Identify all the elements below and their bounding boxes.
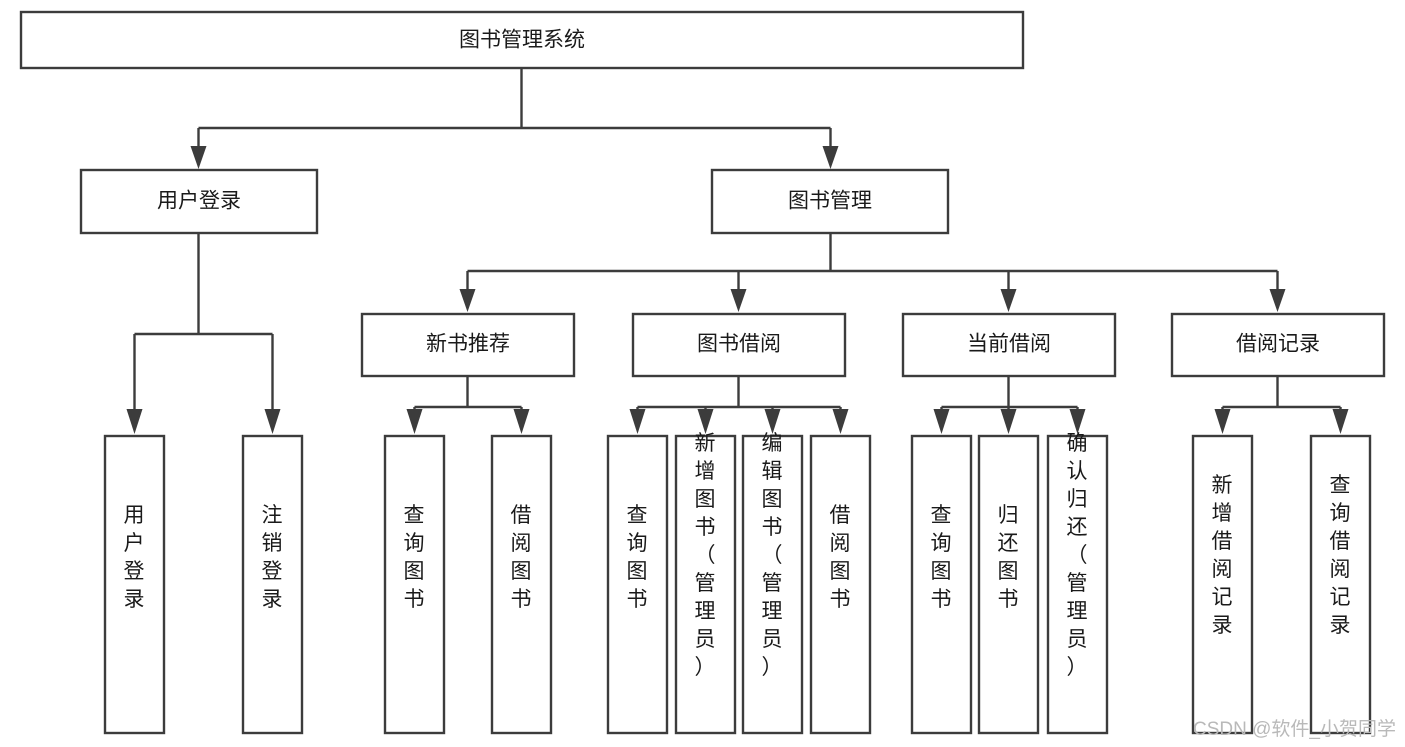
- arrow-head-icon: [264, 409, 281, 434]
- arrow-head-icon: [933, 409, 950, 434]
- arrow-head-icon: [190, 146, 207, 169]
- node-leaf-query-book-3-label: 查询图书: [931, 504, 952, 611]
- node-leaf-add-record-box[interactable]: [1191, 434, 1254, 735]
- node-book-management[interactable]: 图书管理: [710, 168, 950, 235]
- node-leaf-query-book-1-label: 查询图书: [404, 504, 425, 611]
- node-leaf-user-logout-label: 注销登录: [262, 504, 283, 611]
- node-root-label: 图书管理系统: [459, 29, 585, 52]
- node-current-borrow-label: 当前借阅: [967, 333, 1051, 356]
- node-user-login-label: 用户登录: [157, 190, 241, 213]
- node-leaf-user-logout-box[interactable]: [241, 434, 304, 735]
- arrow-head-icon: [764, 409, 781, 434]
- node-leaf-borrow-book-2-label: 借阅图书: [830, 504, 851, 611]
- node-leaf-query-book-2-box[interactable]: [606, 434, 669, 735]
- node-new-book-recommend-box[interactable]: [360, 312, 576, 378]
- arrow-head-icon: [126, 409, 143, 434]
- node-borrow-record-box[interactable]: [1170, 312, 1386, 378]
- node-leaf-confirm-return[interactable]: 确认归还（管理员）: [1046, 432, 1109, 735]
- node-book-borrow-box[interactable]: [631, 312, 847, 378]
- node-leaf-query-book-1-box[interactable]: [383, 434, 446, 735]
- node-leaf-add-book[interactable]: 新增图书（管理员）: [674, 432, 737, 735]
- node-leaf-edit-book-label: 编辑图书（管理员）: [762, 432, 783, 679]
- node-root[interactable]: 图书管理系统: [19, 10, 1025, 70]
- arrow-head-icon: [1000, 289, 1017, 312]
- node-leaf-add-book-label: 新增图书（管理员）: [695, 432, 716, 679]
- node-leaf-confirm-return-box[interactable]: [1046, 434, 1109, 735]
- node-leaf-user-login-box[interactable]: [103, 434, 166, 735]
- node-borrow-record-label: 借阅记录: [1236, 333, 1320, 356]
- node-leaf-borrow-book-2[interactable]: 借阅图书: [809, 434, 872, 735]
- node-leaf-return-book-box[interactable]: [977, 434, 1040, 735]
- node-leaf-return-book-label: 归还图书: [998, 504, 1019, 611]
- arrow-head-icon: [1332, 409, 1349, 434]
- node-book-management-box[interactable]: [710, 168, 950, 235]
- node-leaf-add-record-label: 新增借阅记录: [1212, 474, 1233, 637]
- node-borrow-record[interactable]: 借阅记录: [1170, 312, 1386, 378]
- node-leaf-edit-book[interactable]: 编辑图书（管理员）: [741, 432, 804, 735]
- arrow-head-icon: [1214, 409, 1231, 434]
- node-leaf-query-book-3[interactable]: 查询图书: [910, 434, 973, 735]
- node-leaf-return-book[interactable]: 归还图书: [977, 434, 1040, 735]
- node-leaf-borrow-book-2-box[interactable]: [809, 434, 872, 735]
- node-book-borrow-label: 图书借阅: [697, 333, 781, 356]
- arrow-head-icon: [1069, 409, 1086, 434]
- arrow-head-icon: [406, 409, 423, 434]
- node-leaf-query-record[interactable]: 查询借阅记录: [1309, 434, 1372, 735]
- arrow-head-icon: [1000, 409, 1017, 434]
- arrow-head-icon: [697, 409, 714, 434]
- arrow-head-icon: [822, 146, 839, 169]
- node-leaf-query-book-1[interactable]: 查询图书: [383, 434, 446, 735]
- node-current-borrow-box[interactable]: [901, 312, 1117, 378]
- node-current-borrow[interactable]: 当前借阅: [901, 312, 1117, 378]
- node-leaf-borrow-book-1-label: 借阅图书: [511, 504, 532, 611]
- node-leaf-query-record-box[interactable]: [1309, 434, 1372, 735]
- watermark-label: CSDN @软件_小贺同学: [1193, 718, 1396, 740]
- node-user-login-box[interactable]: [79, 168, 319, 235]
- node-leaf-query-book-2[interactable]: 查询图书: [606, 434, 669, 735]
- node-leaf-query-record-label: 查询借阅记录: [1330, 474, 1351, 637]
- node-leaf-query-book-3-box[interactable]: [910, 434, 973, 735]
- node-leaf-add-record[interactable]: 新增借阅记录: [1191, 434, 1254, 735]
- connector-group: [126, 68, 1349, 434]
- arrow-head-icon: [513, 409, 530, 434]
- node-leaf-borrow-book-1[interactable]: 借阅图书: [490, 434, 553, 735]
- node-leaf-user-login-label: 用户登录: [124, 504, 145, 611]
- node-leaf-confirm-return-label: 确认归还（管理员）: [1067, 432, 1088, 679]
- node-leaf-add-book-box[interactable]: [674, 434, 737, 735]
- arrow-head-icon: [730, 289, 747, 312]
- arrow-head-icon: [459, 289, 476, 312]
- node-book-borrow[interactable]: 图书借阅: [631, 312, 847, 378]
- node-new-book-recommend[interactable]: 新书推荐: [360, 312, 576, 378]
- arrow-head-icon: [832, 409, 849, 434]
- node-new-book-recommend-label: 新书推荐: [426, 333, 510, 356]
- node-root-box[interactable]: [19, 10, 1025, 70]
- arrow-head-icon: [629, 409, 646, 434]
- node-leaf-user-logout[interactable]: 注销登录: [241, 434, 304, 735]
- node-leaf-edit-book-box[interactable]: [741, 434, 804, 735]
- node-leaf-query-book-2-label: 查询图书: [627, 504, 648, 611]
- node-leaf-user-login[interactable]: 用户登录: [103, 434, 166, 735]
- node-user-login[interactable]: 用户登录: [79, 168, 319, 235]
- node-leaf-borrow-book-1-box[interactable]: [490, 434, 553, 735]
- arrow-head-icon: [1269, 289, 1286, 312]
- node-book-management-label: 图书管理: [788, 190, 872, 213]
